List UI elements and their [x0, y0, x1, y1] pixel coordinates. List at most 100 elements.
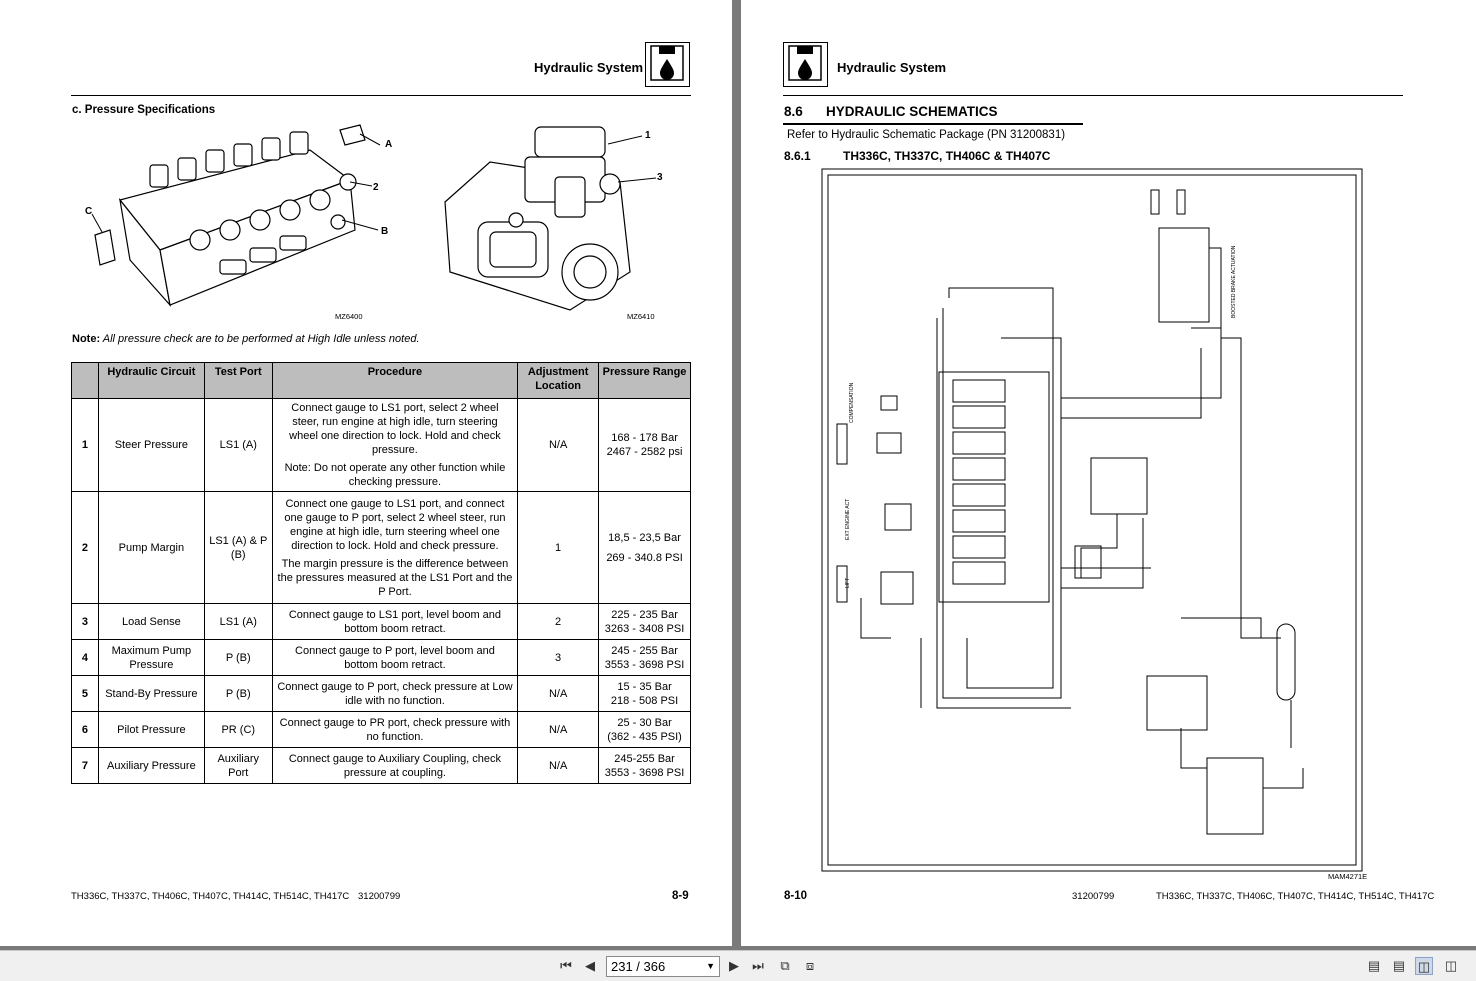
page-right: Hydraulic System 8.6 HYDRAULIC SCHEMATIC…: [741, 0, 1476, 946]
range-imperial: 218 - 508 PSI: [610, 694, 679, 707]
chevron-down-icon: ▼: [706, 961, 715, 971]
last-page-icon[interactable]: ⏭: [752, 958, 764, 973]
row-adjustment: 1: [517, 491, 600, 604]
fit-icon[interactable]: ⧈: [805, 958, 815, 973]
hydraulic-system-icon: [645, 42, 690, 87]
range-metric: 245 - 255 Bar: [611, 644, 678, 657]
col-header-num: [71, 362, 99, 399]
row-num: 5: [71, 675, 99, 712]
col-header-port: Test Port: [203, 362, 273, 399]
range-metric: 25 - 30 Bar: [617, 716, 672, 729]
section-title: HYDRAULIC SCHEMATICS: [826, 104, 998, 119]
procedure-text: Connect gauge to Auxiliary Coupling, che…: [288, 752, 502, 779]
procedure-text: Connect gauge to PR port, check pressure…: [279, 716, 511, 743]
table-header-row: Hydraulic Circuit Test Port Procedure Ad…: [71, 362, 691, 399]
range-imperial: 3553 - 3698 PSI: [604, 658, 685, 671]
row-circuit: Pilot Pressure: [97, 711, 205, 748]
row-num: 3: [71, 603, 99, 640]
callout-a: A: [385, 139, 393, 150]
section-number: 8.6: [784, 104, 803, 119]
row-port: LS1 (A) & P (B): [203, 491, 273, 604]
procedure-text: Connect gauge to LS1 port, select 2 whee…: [289, 402, 501, 456]
row-port: LS1 (A): [203, 603, 273, 640]
row-circuit: Pump Margin: [97, 491, 205, 604]
single-page-icon[interactable]: ▤: [1367, 958, 1381, 973]
procedure-note: Note: Do not operate any other function …: [284, 462, 506, 488]
subsection-title: TH336C, TH337C, TH406C & TH407C: [843, 149, 1051, 163]
header-title: Hydraulic System: [534, 60, 644, 75]
page-indicator-select[interactable]: 231 / 366 ▼: [606, 956, 720, 977]
table-row: 4 Maximum Pump Pressure P (B) Connect ga…: [71, 639, 691, 676]
row-procedure: Connect gauge to Auxiliary Coupling, che…: [271, 747, 519, 784]
procedure-text: Connect gauge to P port, check pressure …: [277, 680, 513, 707]
label-ext-engine: EXT ENGINE ACT: [845, 499, 851, 540]
row-procedure: Connect gauge to LS1 port, level boom an…: [271, 603, 519, 640]
two-page-icon[interactable]: ◫: [1415, 957, 1433, 975]
range-metric: 15 - 35 Bar: [617, 680, 672, 693]
range-metric: 225 - 235 Bar: [611, 608, 678, 621]
table-row: 3 Load Sense LS1 (A) Connect gauge to LS…: [71, 603, 691, 640]
row-port: Auxiliary Port: [203, 747, 273, 784]
table-row: 6 Pilot Pressure PR (C) Connect gauge to…: [71, 711, 691, 748]
rotate-icon[interactable]: ⧉: [780, 958, 790, 973]
row-adjustment: N/A: [517, 398, 600, 492]
row-port: P (B): [203, 639, 273, 676]
row-procedure: Connect gauge to P port, check pressure …: [271, 675, 519, 712]
label-compensation: COMPENSATION: [849, 382, 855, 423]
procedure-text: Connect gauge to LS1 port, level boom an…: [288, 608, 502, 635]
page-indicator: 231 / 366: [611, 959, 666, 974]
callout-c: C: [85, 206, 93, 217]
header-rule: [71, 95, 691, 96]
table-row: 1 Steer Pressure LS1 (A) Connect gauge t…: [71, 398, 691, 492]
footer-doc-number: 31200799: [1072, 891, 1115, 902]
row-num: 7: [71, 747, 99, 784]
first-page-icon[interactable]: ⏮: [560, 958, 572, 973]
control-valve-figure: [80, 120, 410, 320]
pump-figure: [430, 122, 660, 317]
note-text: All pressure check are to be performed a…: [102, 333, 420, 345]
label-lift: LIFT: [845, 578, 851, 588]
next-page-icon[interactable]: ▶: [729, 958, 739, 973]
note-label: Note:: [72, 333, 101, 345]
row-port: PR (C): [203, 711, 273, 748]
row-adjustment: 2: [517, 603, 600, 640]
row-circuit: Stand-By Pressure: [97, 675, 205, 712]
figure-a-caption: MZ6400: [335, 312, 363, 321]
row-procedure: Connect gauge to LS1 port, select 2 whee…: [271, 398, 519, 492]
note: Note: All pressure check are to be perfo…: [72, 333, 420, 345]
figure-b-caption: MZ6410: [627, 312, 655, 321]
col-header-range: Pressure Range: [598, 362, 691, 399]
row-circuit: Steer Pressure: [97, 398, 205, 492]
range-imperial: 269 - 340.8 PSI: [606, 551, 683, 564]
header-rule: [783, 95, 1403, 96]
range-imperial: 3263 - 3408 PSI: [604, 622, 685, 635]
row-range: 18,5 - 23,5 Bar 269 - 340.8 PSI: [598, 491, 691, 604]
callout-3: 3: [657, 172, 663, 183]
page-number: 8-10: [784, 890, 808, 902]
hydraulic-system-icon: [783, 42, 828, 87]
row-port: LS1 (A): [203, 398, 273, 492]
row-num: 4: [71, 639, 99, 676]
two-page-continuous-icon[interactable]: ◫: [1444, 958, 1458, 973]
range-imperial: 2467 - 2582 psi: [606, 446, 683, 458]
label-boosted-brake: BOOSTED BRAKE ACTUATION: [1231, 245, 1237, 318]
footer-models: TH336C, TH337C, TH406C, TH407C, TH414C, …: [71, 891, 350, 902]
section-rule: [783, 123, 1083, 125]
callout-2: 2: [373, 182, 379, 193]
row-num: 2: [71, 491, 99, 604]
footer-doc-number: 31200799: [358, 891, 401, 902]
continuous-icon[interactable]: ▤: [1392, 958, 1406, 973]
section-label: c. Pressure Specifications: [72, 104, 216, 116]
range-metric: 245-255 Bar: [614, 752, 675, 765]
prev-page-icon[interactable]: ◀: [585, 958, 595, 973]
range-metric: 18,5 - 23,5 Bar: [608, 531, 681, 544]
header-title: Hydraulic System: [837, 60, 947, 75]
range-metric: 168 - 178 Bar: [611, 432, 678, 444]
row-adjustment: N/A: [517, 675, 600, 712]
figure-caption: MAM4271E: [1328, 872, 1368, 881]
row-circuit: Auxiliary Pressure: [97, 747, 205, 784]
